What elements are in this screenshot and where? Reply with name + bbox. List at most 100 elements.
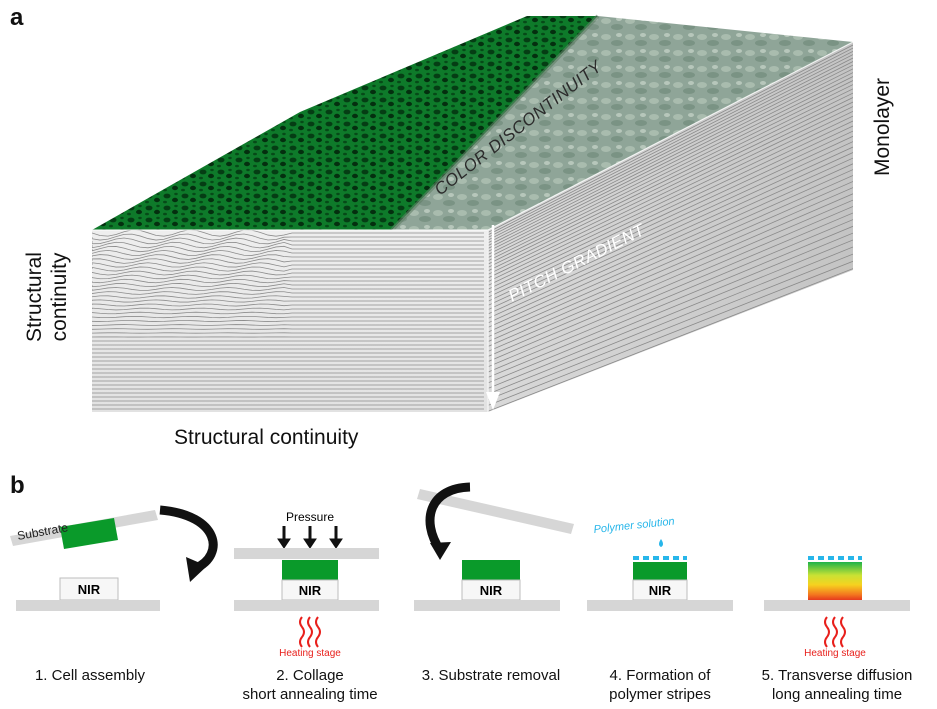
side-layer-line <box>488 54 853 241</box>
label-heating-stage: Heating stage <box>804 648 866 659</box>
front-layer-line <box>92 291 484 295</box>
side-layer-line <box>488 125 853 298</box>
step-4-line-2: polymer stripes <box>609 686 711 703</box>
front-layer-line <box>92 324 484 326</box>
side-layer-line <box>488 64 853 249</box>
droplet-icon <box>659 539 663 547</box>
side-face <box>488 42 853 412</box>
side-layer-line <box>488 68 853 252</box>
side-layer-line <box>488 76 853 258</box>
pressure-arrows-icon <box>277 526 343 549</box>
side-layer-line <box>488 97 853 275</box>
front-layer-line <box>92 287 484 291</box>
side-layer-line <box>488 163 853 328</box>
side-layer-line <box>488 146 853 315</box>
side-layer-line <box>488 84 853 265</box>
side-layer-line <box>488 115 853 290</box>
side-layer-line <box>488 106 853 283</box>
front-layer-line <box>92 262 484 268</box>
step-caption-5: 5. Transverse diffusion long annealing t… <box>747 666 927 704</box>
label-heating-stage: Heating stage <box>279 648 341 659</box>
label-monolayer: Monolayer <box>871 78 894 176</box>
flip-arrow-icon <box>159 505 218 573</box>
front-layer-line <box>92 295 484 299</box>
front-layer-line <box>92 320 484 322</box>
side-layer-line <box>488 175 853 338</box>
front-layer-line <box>92 311 484 315</box>
panel-label-b: b <box>10 472 25 499</box>
top-substrate <box>234 548 379 559</box>
step-5-graphic: Heating stage <box>764 556 910 659</box>
step-2-line-2: short annealing time <box>242 686 378 703</box>
gradient-stripe <box>808 562 862 600</box>
front-layer-line <box>92 274 484 280</box>
side-layer-line <box>488 239 853 389</box>
green-film <box>462 560 520 580</box>
side-layer-line <box>488 232 853 384</box>
front-layer-line <box>92 230 484 237</box>
front-layer-line <box>92 303 484 307</box>
side-layer-line <box>488 92 853 272</box>
step-caption-4: 4. Formation of polymer stripes <box>570 666 750 704</box>
base-plate <box>414 600 560 611</box>
side-layer-line <box>488 152 853 319</box>
side-layer-line <box>488 72 853 255</box>
label-polymer-solution: Polymer solution <box>593 516 675 536</box>
label-structural-continuity-bottom: Structural continuity <box>174 426 359 449</box>
front-layer-line <box>92 328 484 330</box>
green-film <box>282 560 338 580</box>
polymer-dashes <box>808 556 862 560</box>
front-layer-line <box>92 254 484 260</box>
base-plate <box>234 600 379 611</box>
step-3-graphic: NIR <box>414 482 574 611</box>
heat-waves-icon <box>824 616 846 648</box>
side-layer-line <box>488 157 853 324</box>
side-layer-line <box>488 246 853 395</box>
step-1-line-1: 1. Cell assembly <box>34 667 146 684</box>
step-caption-3: 3. Substrate removal <box>401 666 581 685</box>
side-layer-line <box>488 61 853 246</box>
nir-label: NIR <box>299 583 322 598</box>
side-layer-line <box>488 120 853 294</box>
panel-label-a: a <box>10 4 24 31</box>
step-caption-1: 1. Cell assembly <box>0 666 180 685</box>
heat-waves-icon <box>299 616 321 648</box>
green-film <box>633 562 687 580</box>
side-layer-line <box>488 135 853 306</box>
front-layer-line <box>92 237 484 245</box>
left-line-1: Structural <box>23 252 46 342</box>
front-layer-line <box>92 245 484 253</box>
side-layer-line <box>488 44 853 233</box>
side-layer-line <box>488 187 853 347</box>
front-layer-line <box>92 266 484 272</box>
step-5-line-2: long annealing time <box>771 686 903 703</box>
lifted-substrate <box>417 489 574 534</box>
side-layer-line <box>488 101 853 279</box>
front-layer-line <box>92 315 484 319</box>
step-5-line-1: 5. Transverse diffusion <box>761 667 913 684</box>
step-3-line-1: 3. Substrate removal <box>421 667 561 684</box>
side-layer-line <box>488 260 853 406</box>
base-plate <box>764 600 910 611</box>
step-caption-2: 2. Collage short annealing time <box>220 666 400 704</box>
base-plate <box>587 600 733 611</box>
front-layer-line <box>92 278 484 284</box>
block-3d <box>92 14 854 412</box>
top-face-grey <box>392 16 853 230</box>
step-4-graphic: Polymer solution NIR <box>587 516 733 611</box>
nir-label: NIR <box>480 583 503 598</box>
lift-arrow-icon <box>425 482 471 553</box>
side-layer-line <box>488 57 853 244</box>
side-layer-line <box>488 225 853 378</box>
front-layer-line <box>92 299 484 303</box>
side-layer-line <box>488 181 853 342</box>
nir-label: NIR <box>649 583 672 598</box>
polymer-dashes <box>633 556 687 560</box>
green-film <box>60 518 118 549</box>
step-2-line-1: 2. Collage <box>276 667 344 684</box>
front-layer-line <box>92 249 484 256</box>
side-layer-line <box>488 219 853 373</box>
label-structural-continuity-left: Structural continuity <box>22 222 72 372</box>
front-layer-line <box>92 283 484 288</box>
